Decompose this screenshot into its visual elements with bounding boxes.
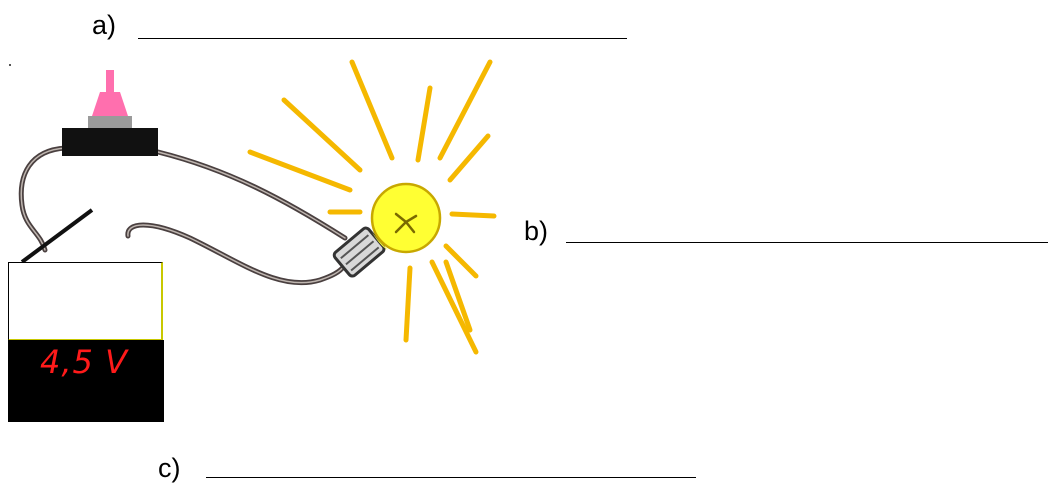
battery-voltage-label: 4,5 V: [40, 343, 128, 381]
answer-line-b: [566, 242, 1048, 243]
battery-lever: [20, 208, 94, 264]
push-button-switch-icon: [62, 70, 158, 156]
answer-line-c: [206, 477, 696, 478]
wire-switch-to-bulb: [155, 149, 348, 241]
answer-line-a: [138, 38, 627, 39]
label-c: c): [158, 453, 181, 483]
battery-top: [8, 262, 163, 341]
battery-icon: [8, 340, 164, 422]
light-rays: [247, 59, 497, 355]
stray-dot: [9, 64, 11, 66]
label-b: b): [524, 216, 549, 246]
light-bulb-icon: [332, 182, 442, 278]
label-a: a): [92, 10, 117, 40]
